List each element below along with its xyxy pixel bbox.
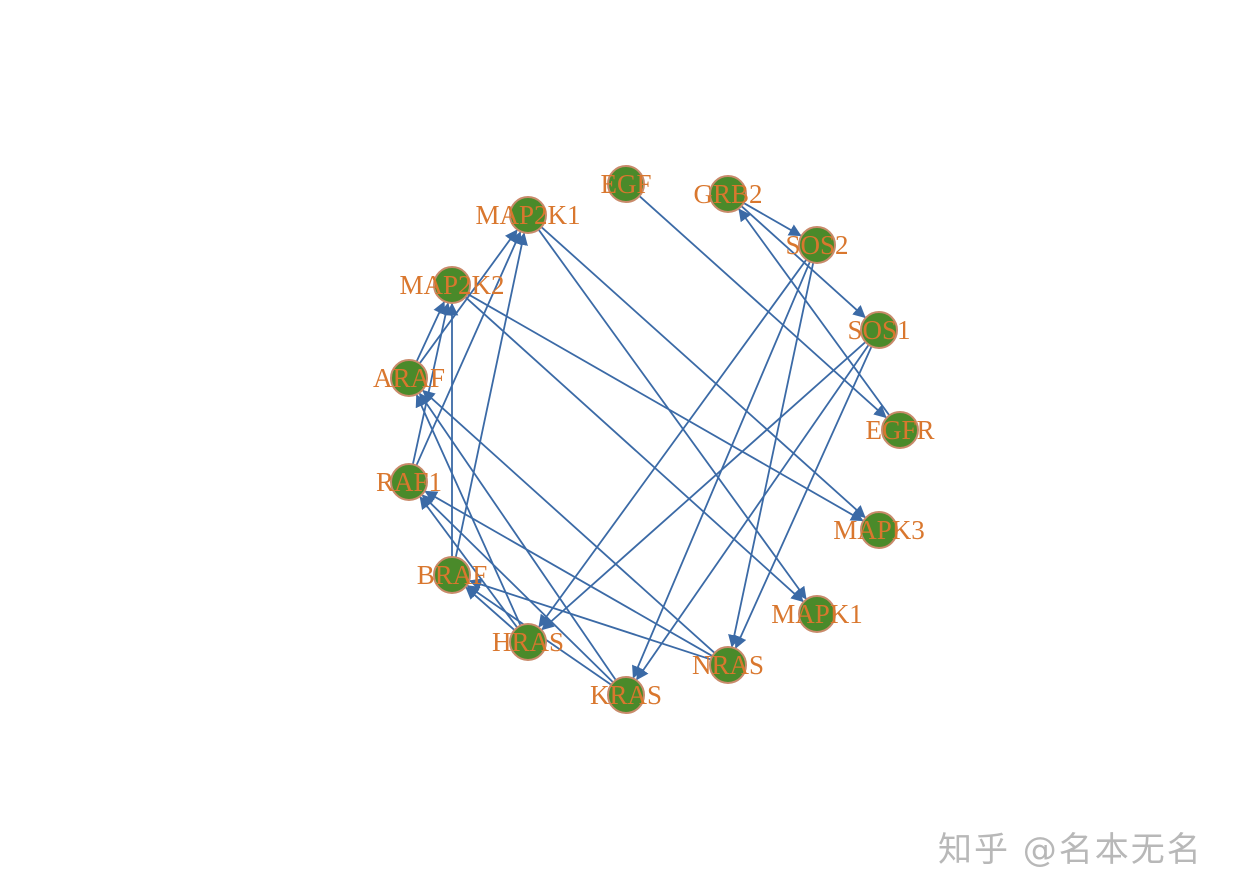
node-label: MAPK3 bbox=[833, 515, 925, 545]
node-label: SOS2 bbox=[785, 230, 848, 260]
node-circle bbox=[607, 165, 645, 203]
node-circle bbox=[860, 311, 898, 349]
edge-nras-to-braf bbox=[468, 578, 712, 661]
edge-sos2-to-hras bbox=[538, 259, 808, 628]
edge-egfr-to-grb2 bbox=[738, 208, 891, 416]
node-circle bbox=[860, 511, 898, 549]
edge-hras-to-raf1 bbox=[419, 496, 518, 629]
edge-araf-to-map2k1 bbox=[418, 229, 518, 364]
edge-egf-to-egfr bbox=[638, 195, 887, 419]
node-circle bbox=[509, 623, 547, 661]
edge-raf1-to-map2k2 bbox=[411, 302, 452, 465]
node-kras[interactable]: KRAS bbox=[590, 676, 662, 714]
node-label: RAF1 bbox=[376, 467, 442, 497]
node-egfr[interactable]: EGFR bbox=[865, 411, 935, 449]
node-label: MAP2K1 bbox=[475, 200, 580, 230]
node-circle bbox=[433, 556, 471, 594]
node-circle bbox=[709, 646, 747, 684]
node-circle bbox=[433, 266, 471, 304]
node-mapk3[interactable]: MAPK3 bbox=[833, 511, 925, 549]
node-label: HRAS bbox=[492, 627, 564, 657]
node-circle bbox=[881, 411, 919, 449]
edge-nras-to-raf1 bbox=[424, 490, 713, 657]
node-label: NRAS bbox=[692, 650, 764, 680]
edge-araf-to-map2k2 bbox=[415, 301, 445, 363]
node-mapk1[interactable]: MAPK1 bbox=[771, 595, 863, 633]
node-circle bbox=[798, 595, 836, 633]
edge-grb2-to-sos2 bbox=[743, 202, 802, 237]
node-hras[interactable]: HRAS bbox=[492, 623, 564, 661]
node-label: BRAF bbox=[417, 560, 488, 590]
node-sos2[interactable]: SOS2 bbox=[785, 226, 849, 264]
node-sos1[interactable]: SOS1 bbox=[847, 311, 911, 349]
edge-kras-to-raf1 bbox=[421, 494, 614, 684]
watermark: 知乎 @名本无名 bbox=[938, 830, 1203, 870]
node-egf[interactable]: EGF bbox=[600, 165, 652, 203]
node-braf[interactable]: BRAF bbox=[417, 556, 488, 594]
edge-grb2-to-sos1 bbox=[740, 205, 866, 319]
node-circle bbox=[390, 463, 428, 501]
node-label: EGFR bbox=[865, 415, 934, 445]
node-araf[interactable]: ARAF bbox=[373, 359, 445, 397]
edge-map2k2-to-mapk1 bbox=[464, 296, 804, 603]
edge-sos1-to-hras bbox=[541, 341, 867, 631]
node-label: SOS1 bbox=[847, 315, 910, 345]
node-label: MAPK1 bbox=[771, 599, 863, 629]
node-raf1[interactable]: RAF1 bbox=[376, 463, 442, 501]
node-circle bbox=[798, 226, 836, 264]
edge-sos1-to-nras bbox=[734, 346, 873, 649]
edge-hras-to-araf bbox=[415, 394, 522, 626]
edge-map2k2-to-mapk3 bbox=[467, 293, 864, 522]
node-label: KRAS bbox=[590, 680, 662, 710]
node-map2k1[interactable]: MAP2K1 bbox=[475, 196, 581, 234]
edge-sos2-to-nras bbox=[728, 262, 815, 648]
node-grb2[interactable]: GRB2 bbox=[693, 175, 763, 213]
edge-map2k1-to-mapk3 bbox=[540, 226, 866, 519]
node-circle bbox=[607, 676, 645, 714]
edge-sos1-to-kras bbox=[636, 344, 870, 681]
edge-braf-to-map2k1 bbox=[454, 232, 528, 558]
node-label: ARAF bbox=[373, 363, 445, 393]
edge-nras-to-araf bbox=[422, 389, 716, 654]
edges-layer bbox=[411, 195, 891, 686]
node-circle bbox=[390, 359, 428, 397]
edge-raf1-to-map2k1 bbox=[415, 231, 522, 466]
node-circle bbox=[509, 196, 547, 234]
node-label: EGF bbox=[600, 169, 651, 199]
node-circle bbox=[709, 175, 747, 213]
node-label: MAP2K2 bbox=[399, 270, 504, 300]
edge-map2k1-to-mapk1 bbox=[537, 229, 807, 600]
node-nras[interactable]: NRAS bbox=[692, 646, 764, 684]
node-label: GRB2 bbox=[693, 179, 762, 209]
node-map2k2[interactable]: MAP2K2 bbox=[399, 266, 505, 304]
